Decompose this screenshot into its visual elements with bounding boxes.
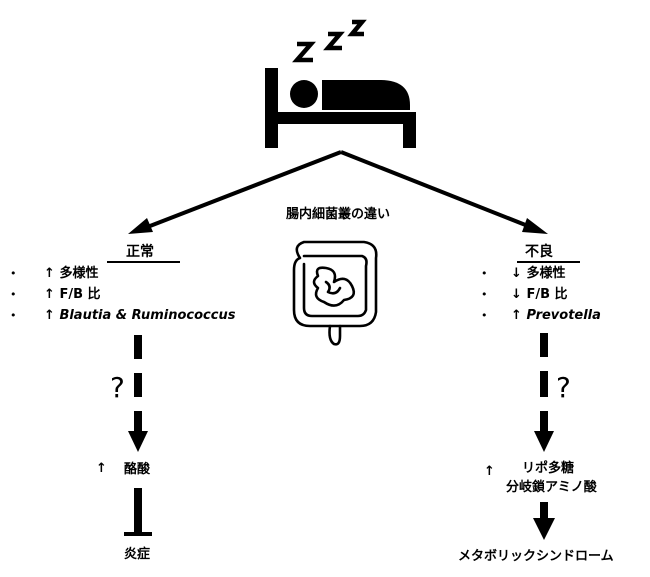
left-down-arrowhead <box>128 431 148 452</box>
branch-arrow-right <box>340 150 529 228</box>
arrow-glyph: ↑ <box>44 266 55 281</box>
bullet-dot: • <box>481 288 488 301</box>
right-down-arrowhead <box>534 431 554 452</box>
right-header: 不良 <box>525 244 553 260</box>
list-item-text: 多様性 <box>526 266 566 281</box>
bullet-dot: • <box>10 309 17 322</box>
left-dashed-line <box>134 335 142 431</box>
list-item-text: F/B 比 <box>59 287 101 302</box>
zzz-icon <box>292 19 367 63</box>
right-outcome: メタボリックシンドローム <box>458 549 614 564</box>
branch-arrowhead-right <box>522 218 548 234</box>
list-item: ↑ Prevotella <box>511 309 601 322</box>
left-outcome: 炎症 <box>124 547 151 562</box>
list-item: ↑ Blautia & Ruminococcus <box>44 309 235 322</box>
arrow-glyph: ↑ <box>44 308 55 323</box>
left-result: 酪酸 <box>124 462 151 477</box>
bullet-dot: • <box>481 309 488 322</box>
list-item: ↓ 多様性 <box>511 267 565 280</box>
arrow-glyph: ↑ <box>511 308 522 323</box>
right-result-arrow: ↑ <box>484 464 495 479</box>
right-result-line2: 分岐鎖アミノ酸 <box>506 480 597 495</box>
bullet-dot: • <box>10 267 17 280</box>
branch-arrowhead-left <box>128 218 153 234</box>
arrow-glyph: ↑ <box>44 287 55 302</box>
list-item: ↑ F/B 比 <box>44 288 101 301</box>
arrow-glyph: ↓ <box>511 266 522 281</box>
arrow-glyph: ↓ <box>511 287 522 302</box>
list-item: ↓ F/B 比 <box>511 288 568 301</box>
right-solid-arrowhead <box>533 518 555 540</box>
right-solid-arrow-shaft <box>540 502 548 518</box>
bullet-dot: • <box>10 288 17 301</box>
bullet-dot: • <box>481 267 488 280</box>
left-result-arrow: ↑ <box>96 461 107 476</box>
list-item-text: F/B 比 <box>526 287 568 302</box>
list-item-text: Prevotella <box>526 308 601 323</box>
right-question-mark: ? <box>556 371 571 404</box>
diagram-title: 腸内細菌叢の違い <box>286 207 391 222</box>
list-item: ↑ 多様性 <box>44 267 98 280</box>
branch-arrow-left <box>149 150 342 228</box>
left-header: 正常 <box>126 244 154 260</box>
right-result-line1: リポ多糖 <box>522 461 575 476</box>
sleeping-bed-icon <box>265 68 416 148</box>
list-item-text: 多様性 <box>59 266 99 281</box>
right-dashed-line <box>540 333 548 431</box>
list-item-text: Blautia & Ruminococcus <box>59 308 236 323</box>
left-question-mark: ? <box>110 371 125 404</box>
intestine-icon <box>292 240 378 346</box>
